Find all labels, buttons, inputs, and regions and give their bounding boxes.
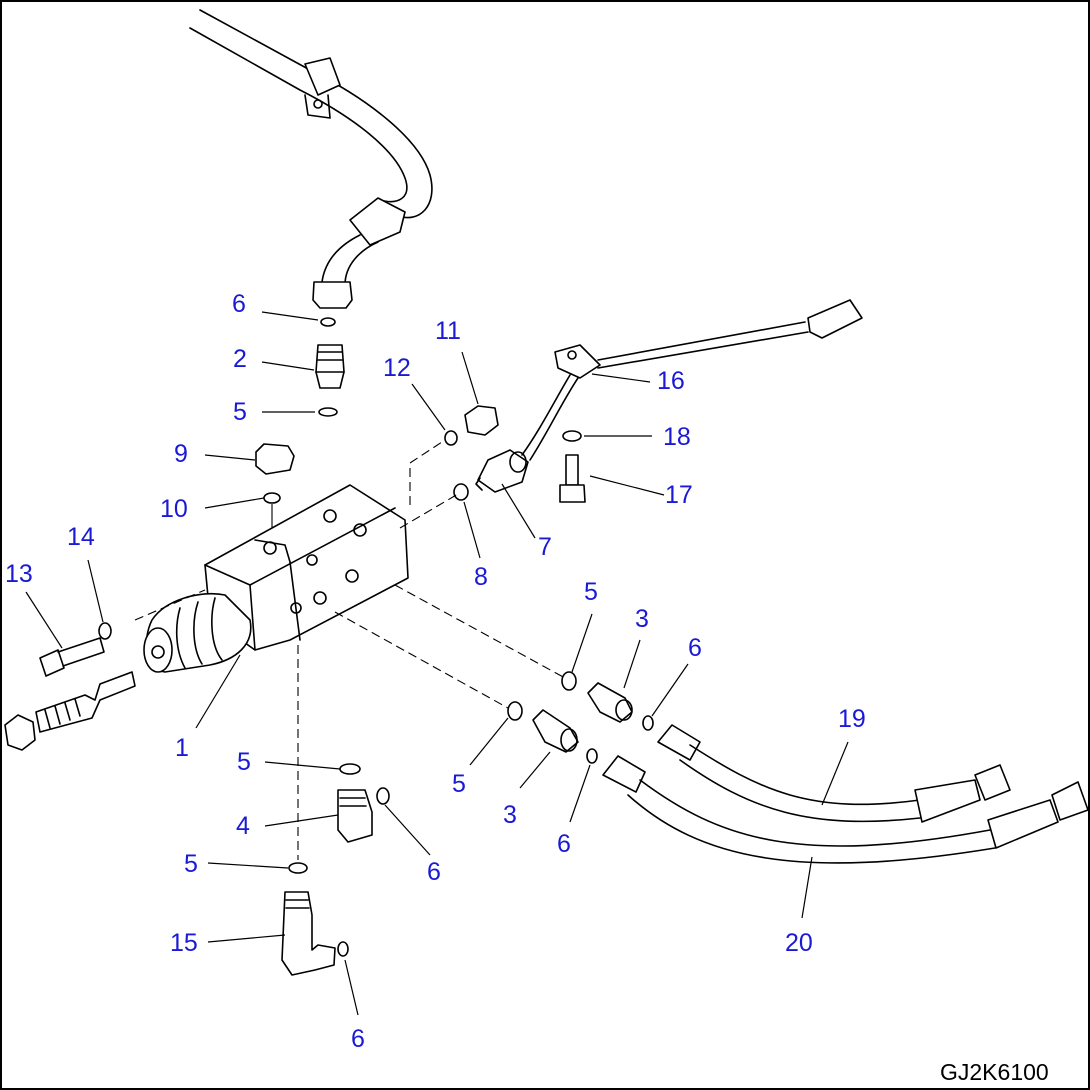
callout-6: 6 [232,290,246,318]
callout-5: 5 [452,770,466,798]
part-4-elbow [337,789,373,843]
o-ring-6-right-lower [586,748,598,764]
part-3-upper [587,682,633,723]
o-ring-6-right-upper [642,715,654,731]
callout-3: 3 [635,605,649,633]
part-15-elbow [281,891,336,976]
callout-5: 5 [233,398,247,426]
part-17-bolt [559,454,586,503]
callout-8: 8 [474,563,488,591]
callout-4: 4 [236,812,250,840]
assembly-lines [134,439,566,860]
part-13-bolt [39,637,105,677]
callout-9: 9 [174,440,188,468]
callout-6: 6 [557,830,571,858]
callout-12: 12 [383,354,411,382]
callout-18: 18 [663,423,691,451]
o-ring-5-right [561,671,577,691]
part-19-hose [657,724,1011,823]
callout-13: 13 [5,560,33,588]
part-2-connector [315,344,345,389]
washer-18 [562,430,582,442]
callout-6: 6 [427,858,441,886]
o-ring-6-top [320,317,336,327]
part-11-plug [464,405,499,436]
o-ring-5-bottom [288,862,308,874]
callout-3: 3 [503,801,517,829]
callout-2: 2 [233,345,247,373]
callout-15: 15 [170,929,198,957]
callout-14: 14 [67,523,95,551]
part-1-valve-block [143,484,409,673]
callout-7: 7 [538,533,552,561]
upper-tube [189,9,433,309]
callout-labels: 6 2 5 11 12 16 18 9 10 17 7 14 13 8 5 3 … [5,290,866,1053]
o-ring-5-top [318,407,338,417]
part-20-hose [602,755,1089,864]
o-ring-5-mid [507,701,523,721]
callout-5: 5 [184,850,198,878]
part-9-plug [255,443,295,475]
washer-14 [98,622,112,640]
callout-11: 11 [435,317,461,345]
callout-10: 10 [160,495,188,523]
o-ring-5-lower [339,763,361,775]
o-ring-12 [444,430,458,446]
part-7-sensor [475,449,529,493]
long-bolt-nut [4,671,136,751]
o-ring-8 [453,483,469,501]
leader-lines [25,311,849,1016]
o-ring-6-bottom [337,941,349,957]
callout-20: 20 [785,929,813,957]
callout-5: 5 [584,578,598,606]
callout-6: 6 [351,1025,365,1053]
callout-19: 19 [838,705,866,733]
drawing-code: GJ2K6100 [940,1059,1049,1085]
part-16-harness [521,299,863,461]
callout-6: 6 [688,634,702,662]
callout-16: 16 [657,367,685,395]
part-3-lower [532,709,579,753]
callout-5: 5 [237,748,251,776]
callout-17: 17 [665,481,693,509]
o-ring-6-lower [376,787,390,805]
callout-1: 1 [175,734,189,762]
o-ring-10 [263,492,281,504]
